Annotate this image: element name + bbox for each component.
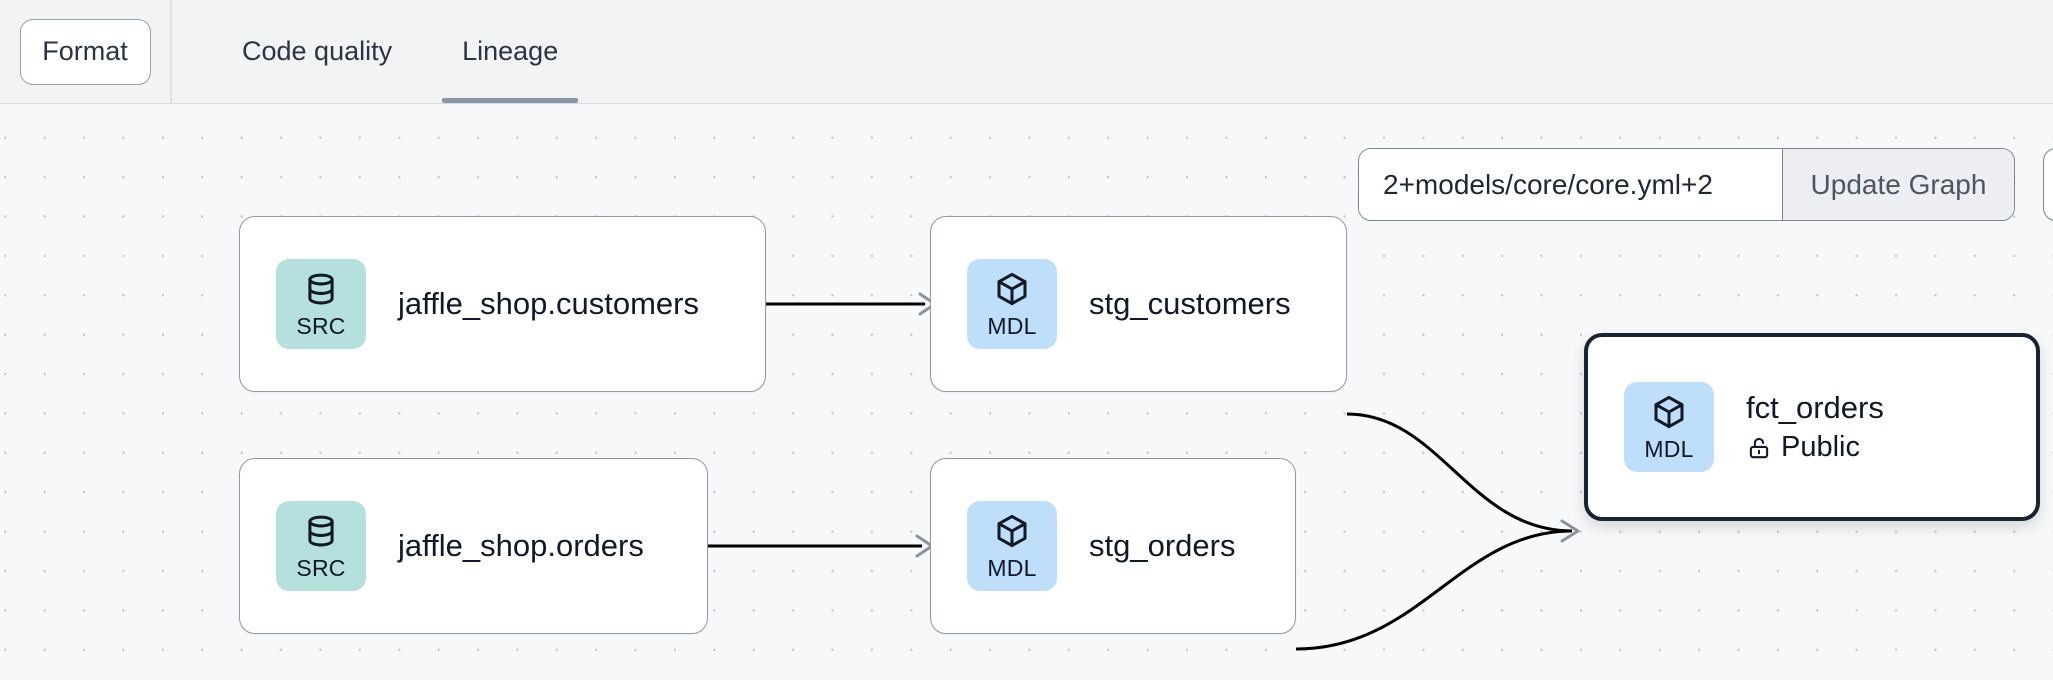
- node-selector-input[interactable]: [1359, 149, 1782, 220]
- node-badge-label: MDL: [987, 313, 1037, 339]
- node-body: jaffle_shop.orders: [398, 528, 644, 565]
- format-button[interactable]: Format: [19, 18, 151, 85]
- node-badge-label: SRC: [296, 555, 346, 581]
- graph-controls: Update Graph: [1358, 148, 2015, 221]
- tab-code-quality[interactable]: Code quality: [172, 0, 428, 103]
- tab-code-quality-label: Code quality: [242, 36, 393, 66]
- node-type-badge-src: SRC: [276, 259, 366, 349]
- node-body: stg_orders: [1089, 528, 1235, 565]
- node-type-badge-mdl: MDL: [1624, 382, 1714, 472]
- node-badge-label: MDL: [987, 555, 1037, 581]
- node-body: stg_customers: [1089, 286, 1291, 323]
- node-title: jaffle_shop.customers: [398, 285, 699, 321]
- node-body: jaffle_shop.customers: [398, 286, 699, 323]
- node-type-badge-src: SRC: [276, 501, 366, 591]
- side-panel-control[interactable]: [2043, 148, 2053, 221]
- node-title: stg_orders: [1089, 527, 1236, 563]
- lineage-node-fct-orders[interactable]: MDL fct_orders Public: [1584, 333, 2040, 521]
- edge-stg-customers-to-fct-orders: [1346, 412, 1573, 533]
- node-title: fct_orders: [1746, 390, 1884, 426]
- header-left-section: Format: [0, 0, 170, 103]
- tab-bar: Code quality Lineage: [172, 0, 592, 103]
- node-badge-label: MDL: [1644, 436, 1694, 462]
- update-graph-button[interactable]: Update Graph: [1782, 149, 2014, 220]
- lineage-canvas[interactable]: SRC jaffle_shop.customers MDL stg_custo: [0, 104, 2053, 680]
- unlock-icon: [1746, 435, 1772, 461]
- lineage-node-stg-orders[interactable]: MDL stg_orders: [930, 458, 1296, 634]
- cube-icon: [993, 270, 1031, 308]
- lineage-node-stg-customers[interactable]: MDL stg_customers: [930, 216, 1347, 392]
- edge-stg-orders-to-fct-orders: [1295, 529, 1573, 651]
- tab-lineage[interactable]: Lineage: [428, 0, 592, 103]
- edge-arrowhead: [1560, 519, 1580, 543]
- toolbar-header: Format Code quality Lineage: [0, 0, 2053, 104]
- node-title: jaffle_shop.orders: [398, 527, 644, 563]
- node-access-meta: Public: [1746, 430, 1884, 464]
- lineage-node-jaffle-shop-customers[interactable]: SRC jaffle_shop.customers: [239, 216, 766, 392]
- tab-lineage-label: Lineage: [462, 36, 559, 66]
- tab-underline-active: [442, 98, 579, 103]
- node-badge-label: SRC: [296, 313, 346, 339]
- database-icon: [302, 270, 340, 308]
- node-type-badge-mdl: MDL: [967, 501, 1057, 591]
- header-divider: [170, 0, 172, 103]
- lineage-node-jaffle-shop-orders[interactable]: SRC jaffle_shop.orders: [239, 458, 708, 634]
- node-body: fct_orders Public: [1746, 390, 1884, 463]
- node-title: stg_customers: [1089, 285, 1291, 321]
- node-type-badge-mdl: MDL: [967, 259, 1057, 349]
- node-access-label: Public: [1781, 430, 1860, 463]
- database-icon: [302, 512, 340, 550]
- cube-icon: [993, 512, 1031, 550]
- cube-icon: [1650, 393, 1688, 431]
- tab-underline: [186, 98, 414, 103]
